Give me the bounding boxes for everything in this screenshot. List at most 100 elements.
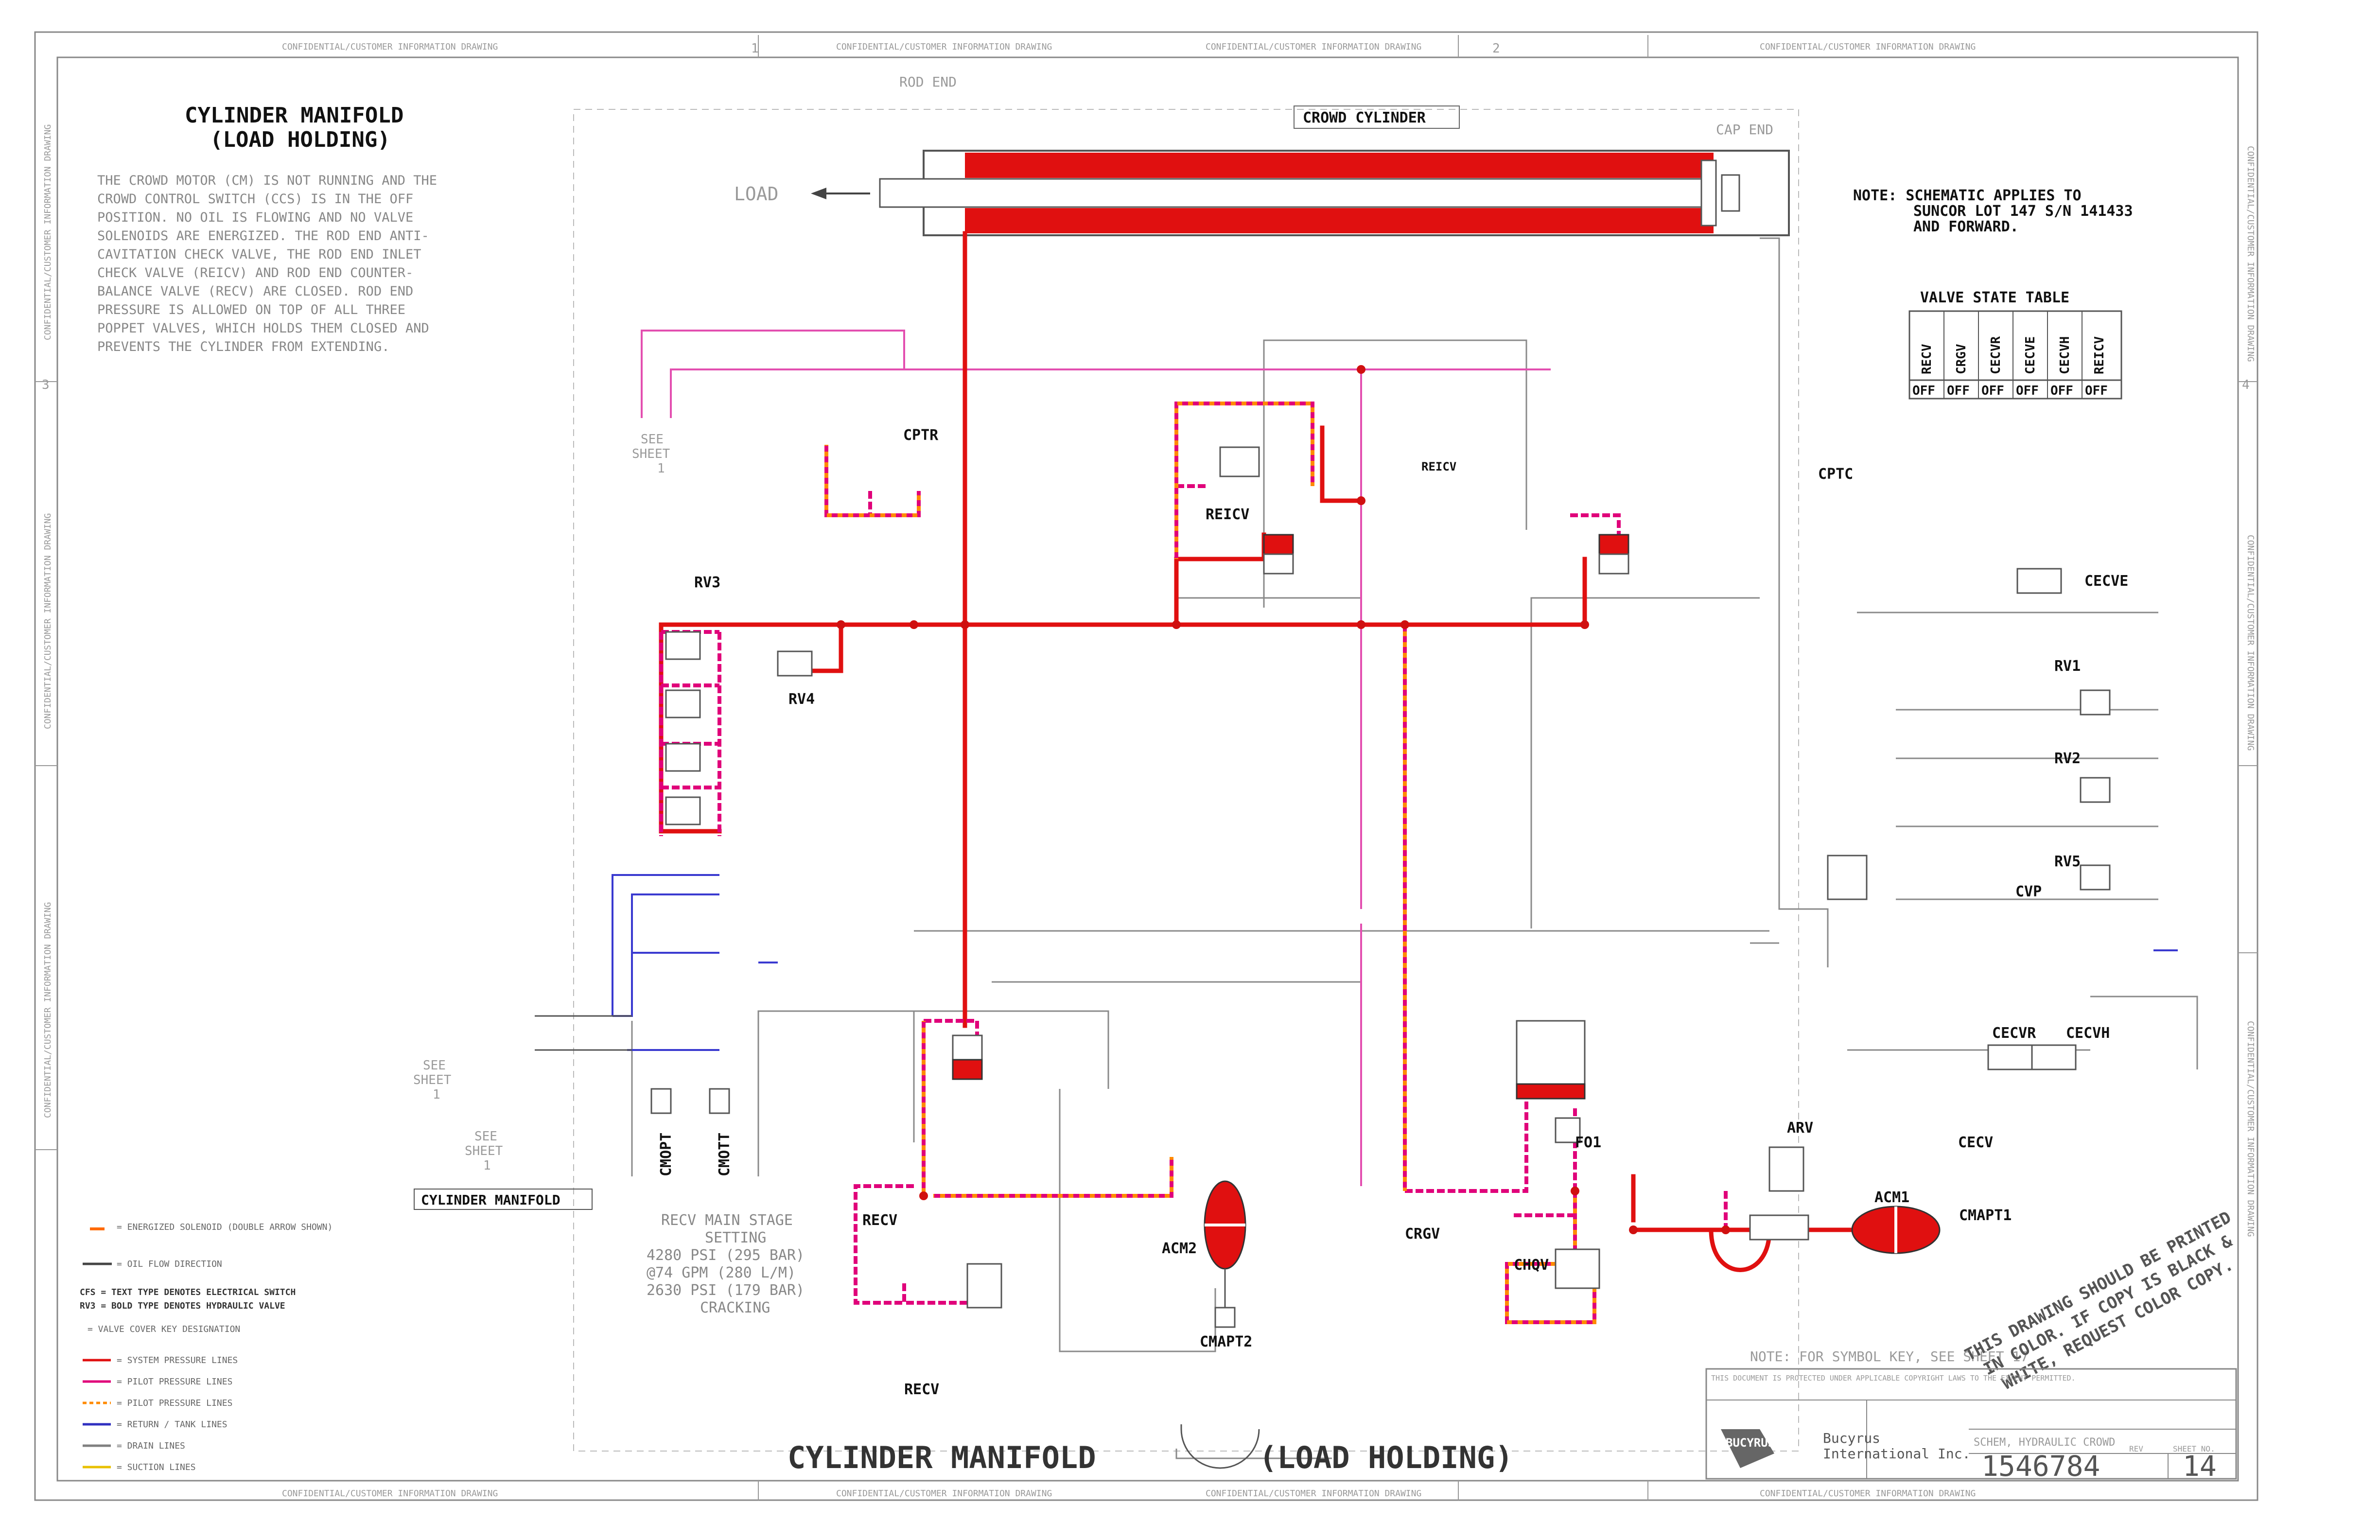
valve-state-table-title: VALVE STATE TABLE [1920, 289, 2069, 306]
cmott-sensor [709, 1088, 730, 1114]
schematic-note: NOTE: SCHEMATIC APPLIES TO SUNCOR LOT 14… [1853, 187, 2133, 235]
legend-label: = SUCTION LINES [117, 1462, 196, 1472]
see-sheet-refs: SEE SHEET 1 SEE SHEET 1 SEE SHEET 1 [413, 432, 670, 1173]
cecvr-valve [1987, 1044, 2033, 1070]
rv3-cartridge [665, 689, 701, 718]
description-line: CAVITATION CHECK VALVE, THE ROD END INLE… [97, 247, 421, 262]
arv-valve [1768, 1146, 1804, 1192]
recv-setting: RECV MAIN STAGE SETTING 4280 PSI (295 BA… [647, 1212, 805, 1316]
page-title-line1: CYLINDER MANIFOLD [185, 103, 403, 128]
rv2-valve [2080, 777, 2111, 803]
bucyrus-logo [1721, 1429, 1774, 1468]
top-strip-4: CONFIDENTIAL/CUSTOMER INFORMATION DRAWIN… [1760, 42, 1976, 52]
label-rv4: RV4 [788, 691, 815, 708]
cecve-valve [2016, 568, 2062, 594]
revision-label: REV [2129, 1444, 2143, 1453]
see-sheet-2c: 1 [433, 1087, 440, 1102]
label-cmott: CMOTT [716, 1133, 733, 1176]
zone-3: 3 [42, 378, 50, 392]
cylinder-piston [1700, 159, 1717, 227]
recv-setting-line: 2630 PSI (179 BAR) [647, 1282, 805, 1299]
valve-state: OFF [1981, 384, 2004, 398]
cecvh-valve [2031, 1044, 2077, 1070]
sheet-label: SHEET NO. [2173, 1444, 2215, 1453]
legend-label: CFS = TEXT TYPE DENOTES ELECTRICAL SWITC… [80, 1287, 296, 1297]
legend-label: = PILOT PRESSURE LINES [117, 1398, 232, 1408]
valve-state: OFF [1947, 384, 1970, 398]
bottom-strip-1: CONFIDENTIAL/CUSTOMER INFORMATION DRAWIN… [282, 1488, 498, 1499]
copyright-notice: THIS DOCUMENT IS PROTECTED UNDER APPLICA… [1711, 1374, 2076, 1382]
description-line: BALANCE VALVE (RECV) ARE CLOSED. ROD END [97, 284, 413, 299]
legend-label: = PILOT PRESSURE LINES [117, 1377, 232, 1387]
pilot-lines-dashed [659, 402, 1728, 1324]
zone-1: 1 [751, 41, 759, 56]
valve-state: OFF [2050, 384, 2073, 398]
label-cecvr: CECVR [1992, 1025, 2036, 1042]
side-strip-left-2: CONFIDENTIAL/CUSTOMER INFORMATION DRAWIN… [43, 513, 53, 729]
see-sheet-3c: 1 [483, 1158, 491, 1173]
valve-state: OFF [2016, 384, 2039, 398]
label-cmopt: CMOPT [658, 1133, 675, 1176]
label-crgv: CRGV [1405, 1225, 1440, 1242]
chqv-valve [1555, 1248, 1600, 1289]
recv-setting-line: CRACKING [700, 1299, 770, 1316]
left-connections [535, 1015, 632, 1051]
valve-column-header: CECVE [2023, 336, 2038, 374]
valve-column-header: RECV [1920, 344, 1934, 374]
note-line: SUNCOR LOT 147 S/N 141433 [1913, 203, 2133, 220]
drawing-number: 1546784 [1981, 1450, 2100, 1483]
description-line: THE CROWD MOTOR (CM) IS NOT RUNNING AND … [97, 173, 437, 188]
recv-setting-line: SETTING [705, 1229, 766, 1246]
valve-state: OFF [2085, 384, 2108, 398]
see-sheet-1b: SHEET [632, 447, 670, 461]
legend-label: RV3 = BOLD TYPE DENOTES HYDRAULIC VALVE [80, 1301, 285, 1311]
top-strip-3: CONFIDENTIAL/CUSTOMER INFORMATION DRAWIN… [1206, 42, 1421, 52]
label-arv: ARV [1787, 1120, 1813, 1137]
label-chqv: CHQV [1514, 1257, 1549, 1274]
valve-state: OFF [1912, 384, 1935, 398]
see-sheet-1: SEE [641, 432, 664, 447]
legend-label: = RETURN / TANK LINES [117, 1419, 228, 1430]
side-strip-right: CONFIDENTIAL/CUSTOMER INFORMATION DRAWIN… [2245, 146, 2256, 362]
cylinder-rod [879, 178, 1707, 208]
cylinder-manifold-box [414, 1189, 593, 1210]
label-recv: RECV [862, 1212, 897, 1229]
label-rv2: RV2 [2054, 750, 2081, 767]
zone-2: 2 [1492, 41, 1500, 56]
return-lines [612, 874, 2178, 1051]
label-rv5: RV5 [2054, 853, 2081, 870]
valve-column-header: REICV [2092, 336, 2107, 374]
cap-end-poppet [1598, 534, 1629, 555]
bottom-strip-2: CONFIDENTIAL/CUSTOMER INFORMATION DRAWIN… [836, 1488, 1052, 1499]
cmapt2-sensor [1214, 1307, 1236, 1328]
color-notice-line: IN COLOR. IF COPY IS BLACK & [1980, 1231, 2236, 1380]
junction-dots [837, 365, 1730, 1234]
company-name-2: International Inc. [1823, 1446, 1970, 1462]
label-rv1: RV1 [2054, 658, 2081, 675]
cptc-block [1827, 855, 1868, 900]
logo-text: BUCYRUS [1726, 1436, 1775, 1450]
rv4-valve [777, 650, 813, 677]
label-cecv: CECV [1958, 1134, 1993, 1151]
rv5-valve [2080, 864, 2111, 891]
top-strip-2: CONFIDENTIAL/CUSTOMER INFORMATION DRAWIN… [836, 42, 1052, 52]
label-cptr: CPTR [903, 427, 939, 444]
legend-label: = ENERGIZED SOLENOID (DOUBLE ARROW SHOWN… [117, 1222, 332, 1232]
recv-pilot-valve [966, 1263, 1002, 1309]
side-strip-right-2: CONFIDENTIAL/CUSTOMER INFORMATION DRAWIN… [2245, 535, 2256, 751]
fo1-orifice [1555, 1117, 1581, 1143]
bottom-strip-4: CONFIDENTIAL/CUSTOMER INFORMATION DRAWIN… [1760, 1488, 1976, 1499]
valve-column-header: CECVR [1989, 336, 2003, 374]
inner-border [56, 56, 2239, 1482]
symbol-key-note: NOTE: FOR SYMBOL KEY, SEE SHEET 17 [1750, 1348, 2029, 1365]
recv-setting-line: 4280 PSI (295 BAR) [647, 1247, 805, 1264]
label-reicv: REICV [1206, 506, 1249, 523]
valve-symbols [650, 446, 2111, 1309]
sheet-number: 14 [2183, 1450, 2217, 1483]
recv-poppet [952, 1034, 983, 1061]
side-strip-left-3: CONFIDENTIAL/CUSTOMER INFORMATION DRAWIN… [43, 902, 53, 1118]
legend: = ENERGIZED SOLENOID (DOUBLE ARROW SHOWN… [80, 1222, 332, 1472]
label-cecvh: CECVH [2066, 1025, 2110, 1042]
label-acm1: ACM1 [1874, 1189, 1909, 1206]
